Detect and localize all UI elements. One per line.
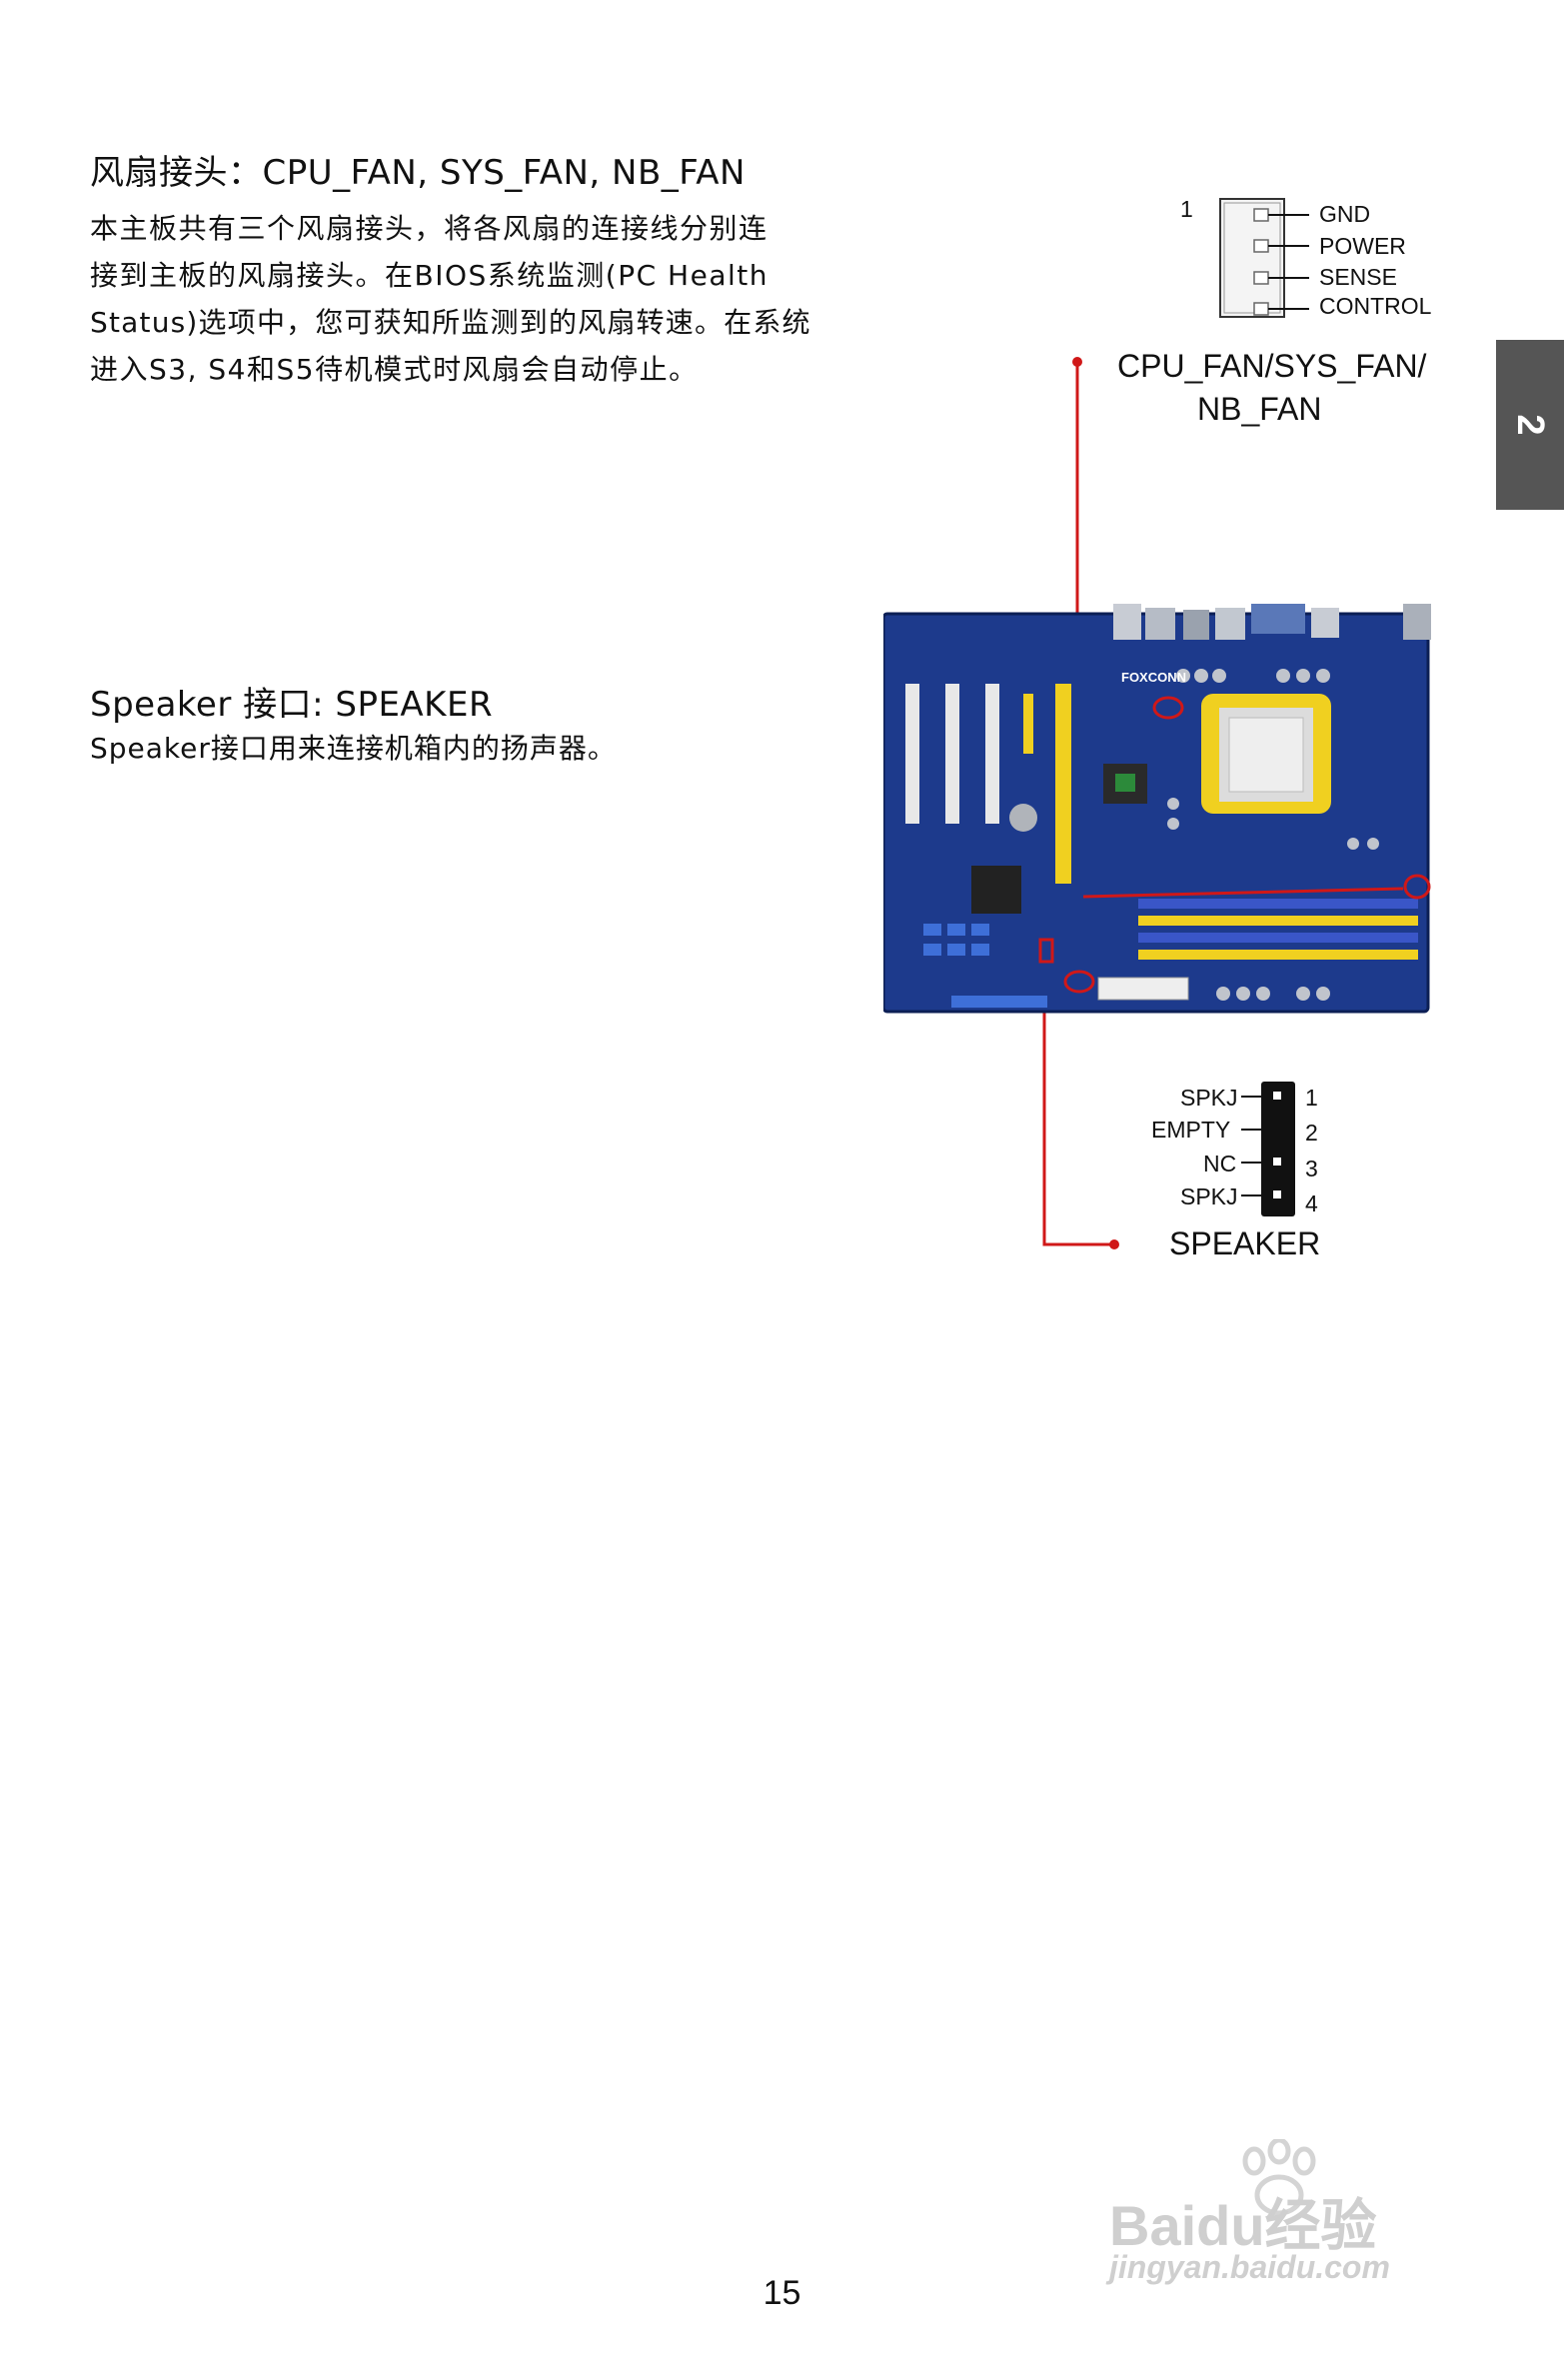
fan-section-title: 风扇接头：CPU_FAN, SYS_FAN, NB_FAN <box>90 153 746 193</box>
fan-pin-label: POWER <box>1319 233 1406 259</box>
baidu-watermark: Baidu经验 jingyan.baidu.com <box>1109 2139 1529 2289</box>
fan-body-line: Status)选项中，您可获知所监测到的风扇转速。在系统 <box>90 306 811 339</box>
speaker-pin-name: NC <box>1203 1151 1237 1177</box>
speaker-pin-name: SPKJ <box>1180 1184 1238 1209</box>
fan-pin-one-marker: 1 <box>1180 196 1193 222</box>
speaker-connector-caption: SPEAKER <box>1169 1225 1321 1261</box>
speaker-pin-name: EMPTY <box>1151 1117 1231 1143</box>
fan-pin-label: GND <box>1319 201 1371 227</box>
speaker-leader-dot <box>1109 1239 1119 1249</box>
paw-icon <box>1242 2139 1316 2216</box>
fan-body-line: 接到主板的风扇接头。在BIOS系统监测(PC Health <box>90 259 769 292</box>
board-logo: FOXCONN <box>1121 670 1186 685</box>
fan-connector-caption: CPU_FAN/SYS_FAN/ <box>1117 348 1427 384</box>
fan-body-line: 本主板共有三个风扇接头，将各风扇的连接线分别连 <box>90 212 769 245</box>
speaker-connector-icon <box>1241 1082 1295 1216</box>
speaker-pin-number: 2 <box>1305 1120 1318 1146</box>
speaker-pin-number: 4 <box>1305 1190 1318 1216</box>
speaker-pin-name: SPKJ <box>1180 1085 1238 1111</box>
fan-pin-label: CONTROL <box>1319 293 1432 319</box>
watermark-url: jingyan.baidu.com <box>1109 2249 1390 2285</box>
fan-section-body: 本主板共有三个风扇接头，将各风扇的连接线分别连 接到主板的风扇接头。在BIOS系… <box>90 205 849 393</box>
speaker-section-title: Speaker 接口: SPEAKER <box>90 685 494 725</box>
fan-connector-icon <box>1219 198 1309 318</box>
watermark-brand: Baidu经验 <box>1109 2194 1377 2257</box>
fan-leader-dot <box>1072 357 1082 367</box>
fan-connector-caption: NB_FAN <box>1197 391 1322 427</box>
fan-body-line: 进入S3, S4和S5待机模式时风扇会自动停止。 <box>90 353 699 386</box>
speaker-section-body: Speaker接口用来连接机箱内的扬声器。 <box>90 732 617 765</box>
speaker-pin-number: 1 <box>1305 1085 1318 1111</box>
fan-pin-label: SENSE <box>1319 264 1397 290</box>
speaker-pin-number: 3 <box>1305 1156 1318 1182</box>
chapter-tab: 2 <box>1496 340 1564 510</box>
motherboard-image: FOXCONN <box>883 604 1431 1014</box>
speaker-leader-line <box>1042 1010 1114 1246</box>
page-number: 15 <box>763 2274 801 2312</box>
